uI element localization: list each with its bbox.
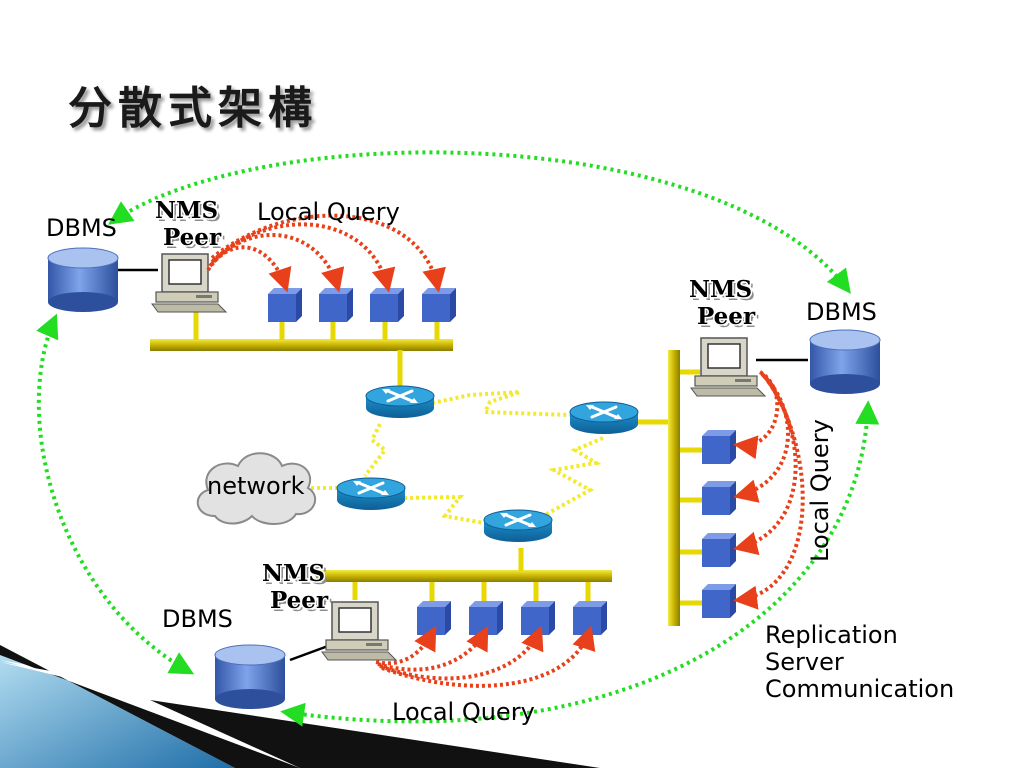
replication-label-line: Communication <box>765 675 954 703</box>
svg-text:NMS: NMS <box>262 560 325 587</box>
terminal-icon <box>469 601 503 635</box>
local-query-label-top: Local Query <box>257 198 400 226</box>
bus-drops <box>193 312 702 606</box>
replication-label-line: Server <box>765 648 844 676</box>
terminal-icon <box>422 288 456 322</box>
replication-arrow-top <box>108 150 851 294</box>
router-icon <box>568 400 640 436</box>
cloud-icon <box>196 452 317 525</box>
svg-text:NMS: NMS <box>158 200 221 227</box>
workstation-icon <box>151 253 227 313</box>
svg-text:Peer: Peer <box>163 224 222 251</box>
svg-text:Peer: Peer <box>700 306 759 333</box>
svg-text:Peer: Peer <box>697 303 756 330</box>
svg-text:NMS: NMS <box>265 563 328 590</box>
replication-arrow-bottom-right <box>280 400 880 727</box>
svg-text:NMS: NMS <box>155 197 218 224</box>
router-icon <box>335 476 407 512</box>
terminal-icon <box>319 288 353 322</box>
slide-title: 分散式架構 <box>68 83 318 134</box>
terminal-icon <box>702 584 736 618</box>
terminal-icon <box>417 601 451 635</box>
lan-bus-bottom <box>316 570 612 582</box>
terminals-right <box>702 430 736 618</box>
local-query-label-bottom: Local Query <box>392 698 535 726</box>
terminal-icon <box>521 601 555 635</box>
network-label: network <box>207 472 305 500</box>
terminal-icon <box>702 481 736 515</box>
terminal-icon <box>702 430 736 464</box>
lan-bus-right <box>668 350 680 626</box>
terminal-icon <box>573 601 607 635</box>
database-icon <box>47 247 119 313</box>
terminal-icon <box>268 288 302 322</box>
terminals-bottom <box>417 601 607 635</box>
router-icon <box>482 508 554 544</box>
terminal-icon <box>702 533 736 567</box>
dbms-label-top-left: DBMS <box>46 214 117 242</box>
router-icon <box>364 384 436 420</box>
local-query-arrows <box>206 213 805 688</box>
nms-peer-label-right: NMS NMS Peer Peer <box>688 275 759 334</box>
database-icon <box>809 329 881 395</box>
dbms-label-right: DBMS <box>806 298 877 326</box>
workstation-icon <box>690 337 766 397</box>
replication-label-line: Replication <box>765 621 898 649</box>
dbms-label-bottom: DBMS <box>162 605 233 633</box>
workstation-icon <box>321 601 397 661</box>
local-query-label-right: Local Query <box>806 419 834 562</box>
replication-label: Replication Server Communication <box>765 621 954 703</box>
replication-arrows <box>36 150 880 727</box>
wan-links <box>305 390 604 525</box>
terminal-icon <box>370 288 404 322</box>
nms-peer-label-bottom: NMS NMS Peer Peer <box>261 559 332 618</box>
svg-text:NMS: NMS <box>692 279 755 306</box>
db-connectors <box>116 268 808 662</box>
nms-peer-label-top-left: NMS NMS Peer Peer <box>154 196 225 255</box>
svg-text:NMS: NMS <box>689 276 752 303</box>
database-icon <box>214 644 286 710</box>
svg-text:Peer: Peer <box>270 587 329 614</box>
lan-bus-top <box>150 339 453 351</box>
terminals-top <box>268 288 456 322</box>
svg-text:Peer: Peer <box>273 590 332 617</box>
svg-text:Peer: Peer <box>166 227 225 254</box>
